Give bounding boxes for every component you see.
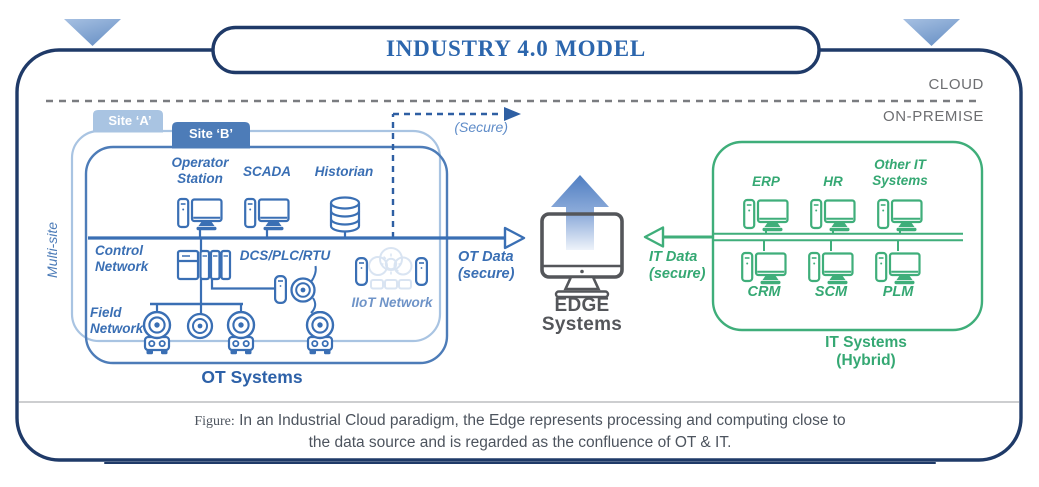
- dcs-coil-icon: [290, 277, 316, 303]
- iiot-cloud-icon: [368, 247, 413, 290]
- dcs-plc-rtu-label: DCS/PLC/RTU: [239, 248, 331, 263]
- scada-icon: [244, 197, 290, 232]
- historian-database-icon: [329, 196, 361, 233]
- it-systems-box: [711, 140, 984, 332]
- site-b-tab: [172, 122, 250, 149]
- site-a-box: [70, 129, 442, 343]
- hr-icon: [810, 198, 856, 233]
- iiot-network-label: IIoT Network: [351, 295, 433, 310]
- on-premise-zone-label: ON-PREMISE: [882, 108, 984, 125]
- historian-label: Historian: [314, 164, 374, 179]
- crm-label: CRM: [747, 284, 781, 300]
- crm-icon: [741, 251, 787, 286]
- plm-label: PLM: [882, 284, 914, 300]
- erp-icon: [743, 198, 789, 233]
- control-server-rack-icon: [176, 249, 232, 281]
- page-title: INDUSTRY 4.0 MODEL: [385, 36, 647, 61]
- plm-icon: [875, 251, 921, 286]
- iiot-device-right-icon: [415, 257, 428, 286]
- cloud-zone-label: CLOUD: [928, 76, 984, 93]
- title-pill: [211, 25, 821, 75]
- ot-data-flow-label: OT Data(secure): [458, 249, 515, 283]
- site-a-tab: [93, 110, 163, 133]
- scm-label: SCM: [814, 284, 848, 300]
- other-it-icon: [877, 198, 923, 233]
- scm-icon: [808, 251, 854, 286]
- main-container-border: [15, 48, 1023, 462]
- it-network-lines: [661, 230, 963, 251]
- caption-prefix: Figure:: [194, 414, 235, 429]
- left-triangle-marker: [64, 19, 121, 46]
- site-b-box: [84, 145, 449, 365]
- multi-site-label: Multi-site: [43, 221, 60, 279]
- erp-label: ERP: [752, 174, 780, 189]
- right-triangle-marker: [903, 19, 960, 46]
- wireless-sensor-icon: [305, 311, 335, 356]
- figure-caption: Figure: In an Industrial Cloud paradigm,…: [194, 412, 846, 451]
- it-data-arrowhead: [643, 226, 665, 248]
- ot-systems-title: OT Systems: [201, 367, 303, 387]
- site-b-tab-label: Site ‘B’: [188, 126, 234, 141]
- it-systems-title: IT Systems(Hybrid): [825, 334, 907, 370]
- ot-network-lines: [88, 229, 506, 314]
- operator-station-icon: [177, 197, 223, 232]
- iiot-device-left-icon: [355, 257, 368, 286]
- scada-label: SCADA: [242, 164, 292, 179]
- secure-link-label: (Secure): [454, 119, 508, 135]
- secure-cloud-route: [391, 112, 502, 238]
- it-data-flow-label: IT Data(secure): [649, 249, 706, 283]
- ot-data-arrowhead: [503, 226, 526, 250]
- field-coil-icon: [186, 312, 214, 340]
- secure-arrowhead: [504, 107, 521, 121]
- site-a-tab-label: Site ‘A’: [108, 113, 152, 128]
- field-sensor-2-icon: [226, 311, 256, 356]
- hr-label: HR: [823, 174, 843, 189]
- edge-monitor-icon: [540, 212, 624, 299]
- dcs-device-icon: [274, 275, 287, 304]
- field-sensor-1-icon: [142, 311, 172, 356]
